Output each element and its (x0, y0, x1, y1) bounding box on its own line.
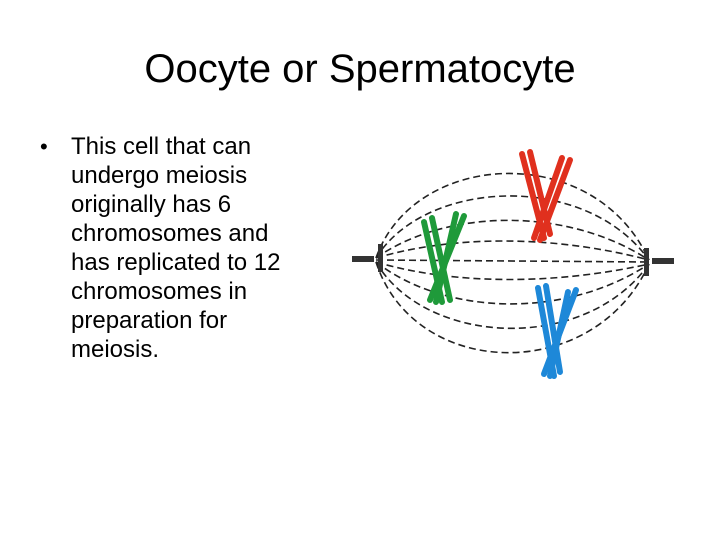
bullet-item: • This cell that can undergo meiosis ori… (40, 132, 330, 364)
spindle-fiber (375, 172, 650, 261)
bullet-line: preparation for (71, 307, 228, 334)
bullet-line: chromosomes and (71, 220, 269, 247)
bullet-line: originally has 6 (71, 191, 232, 218)
spindle-fiber (375, 219, 650, 261)
slide-title: Oocyte or Spermatocyte (144, 47, 576, 91)
spindle-fiber (375, 261, 650, 281)
bullet-line: meiosis. (71, 336, 160, 363)
spindle-fiber (375, 261, 650, 305)
meiosis-spindle-diagram (352, 149, 674, 379)
spindle-fiber (375, 240, 650, 261)
chromosome-red (519, 149, 573, 243)
bullet-list: • This cell that can undergo meiosis ori… (40, 132, 330, 364)
chromosome-green (421, 211, 467, 305)
spindle-fiber (375, 259, 650, 263)
bullet-marker: • (40, 134, 48, 159)
spindle-fiber (375, 261, 650, 330)
right-centriole (644, 248, 674, 276)
bullet-line: This cell that can (71, 133, 252, 160)
spindle-fibers (375, 172, 650, 354)
chromosome-blue (535, 283, 579, 379)
bullet-line: chromosomes in (71, 278, 248, 305)
bullet-line: undergo meiosis (71, 162, 248, 189)
spindle-fiber (375, 261, 650, 354)
left-centriole (352, 244, 383, 272)
spindle-fiber (375, 195, 650, 261)
bullet-line: has replicated to 12 (71, 249, 281, 276)
